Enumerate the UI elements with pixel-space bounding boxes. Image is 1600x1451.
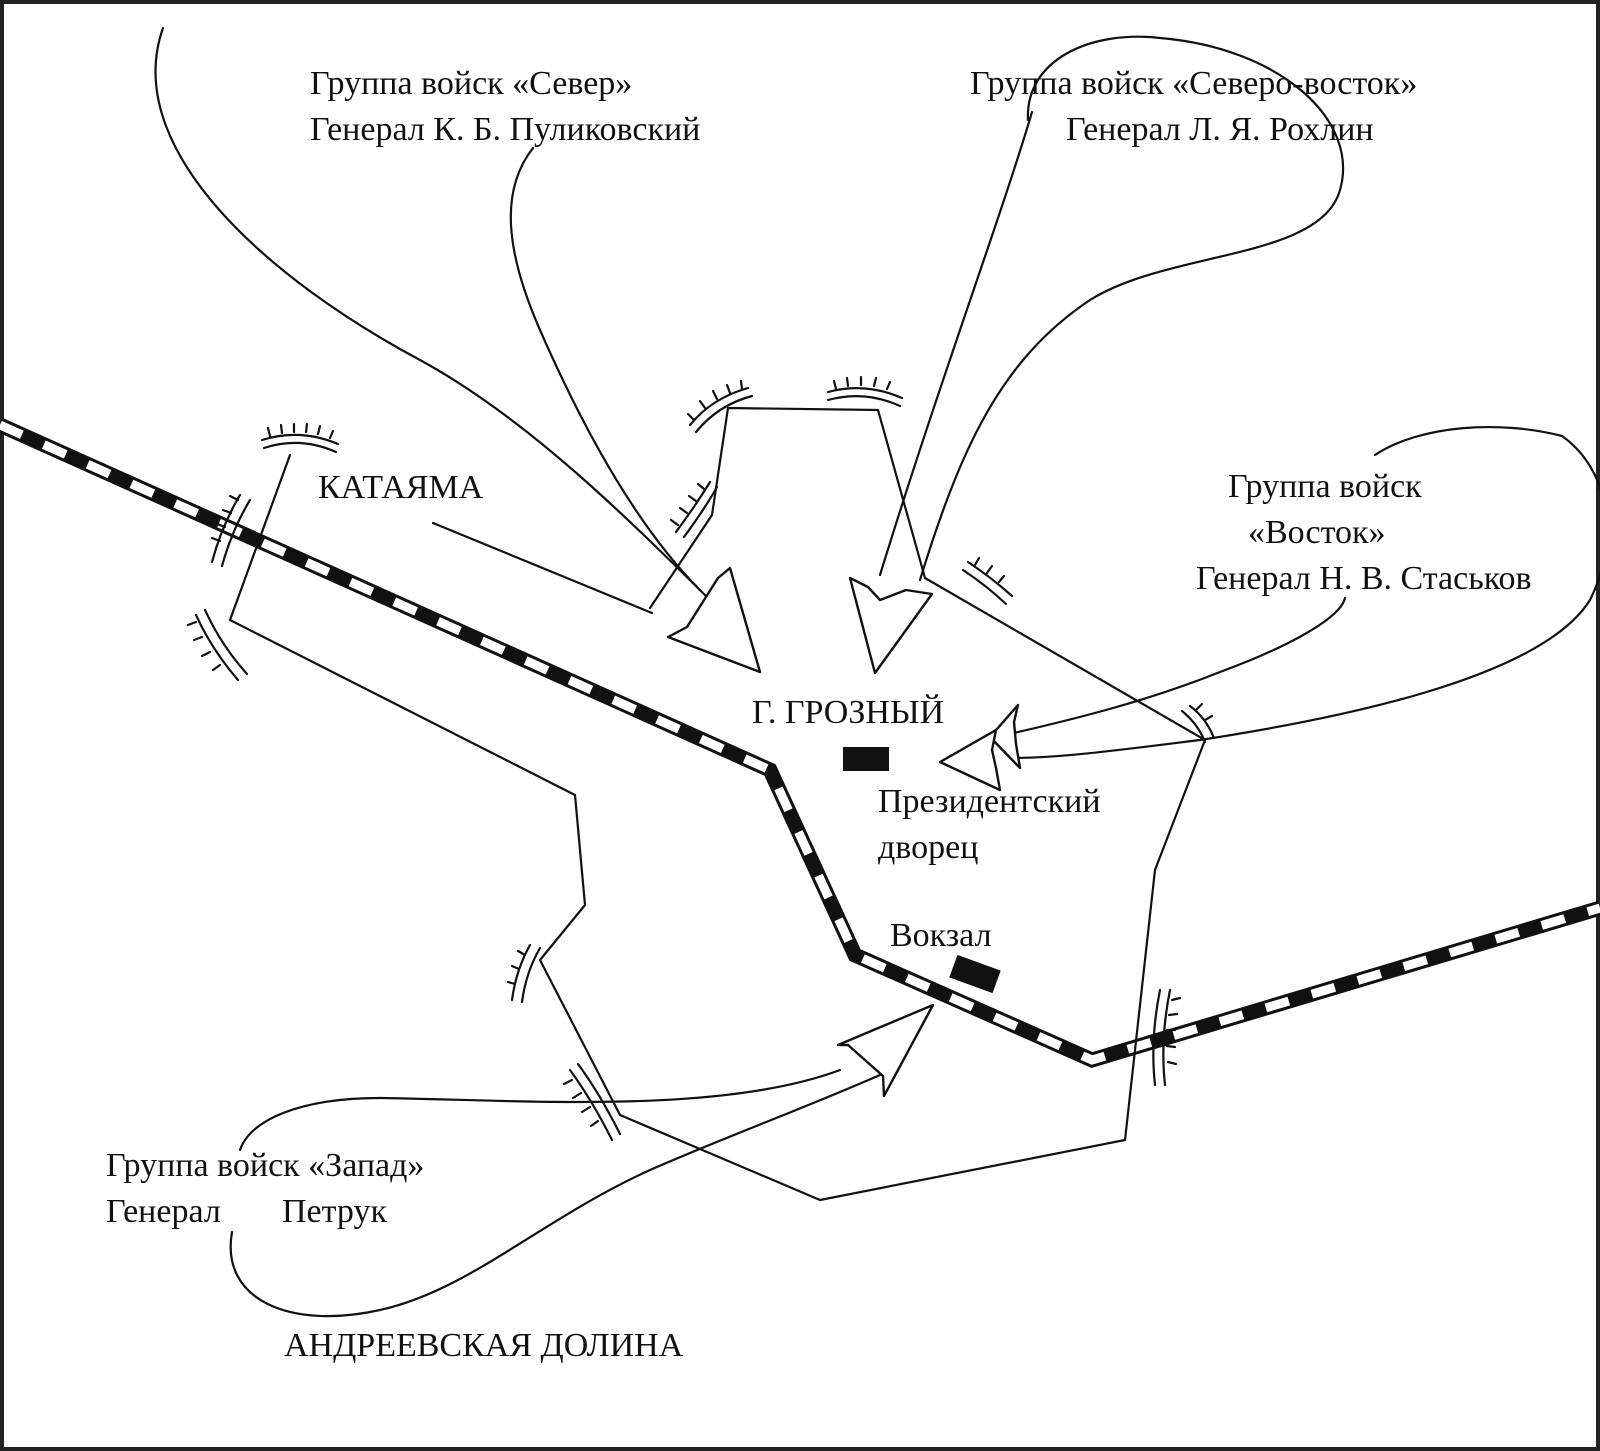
palace-label-line1: Президентский (878, 783, 1101, 820)
route-east-curve (1008, 426, 1600, 760)
arrowheads (666, 566, 1022, 1098)
railway-station-marker (949, 954, 1001, 994)
station-label: Вокзал (890, 917, 992, 954)
bridge-north-1 (686, 379, 754, 434)
bridge-west-lower (186, 608, 249, 682)
bridges (186, 375, 1216, 1142)
route-west-loop (238, 1068, 842, 1152)
group-east-name: «Восток» (1248, 514, 1386, 551)
group-east-title: Группа войск (1228, 468, 1422, 505)
group-north-general: Генерал К. Б. Пуликовский (310, 111, 700, 148)
route-north-direct (509, 146, 702, 592)
grozny-label: Г. ГРОЗНЫЙ (752, 694, 944, 731)
arrow-west (836, 1003, 935, 1098)
bridge-southwest (506, 943, 542, 1004)
route-east-loop (1003, 596, 1347, 737)
bridge-katayama-top (260, 422, 340, 454)
arrow-east (938, 728, 1002, 792)
group-northeast-title: Группа войск «Северо-восток» (970, 65, 1417, 102)
route-northeast-direct (878, 110, 1034, 577)
arrow-northeast-east (988, 703, 1022, 770)
group-west-general-prefix: Генерал (106, 1193, 221, 1230)
bridge-north-2 (826, 375, 904, 408)
palace-label-line2: дворец (878, 829, 978, 866)
group-west-general-name: Петрук (282, 1193, 387, 1230)
bridge-west-rail (210, 493, 252, 568)
presidential-palace-marker (843, 747, 889, 771)
andreevskaya-valley-label: АНДРЕЕВСКАЯ ДОЛИНА (284, 1327, 684, 1364)
katayama-label: КАТАЯМА (318, 469, 484, 506)
group-west-title: Группа войск «Запад» (106, 1147, 424, 1184)
arrow-north (848, 576, 934, 675)
group-north-title: Группа войск «Север» (310, 65, 632, 102)
bridge-northeast (961, 556, 1014, 606)
route-northeast-loop (918, 35, 1345, 582)
arrow-north-west (666, 566, 762, 674)
route-katayama (431, 521, 654, 615)
bridge-north-3 (669, 480, 719, 539)
route-north-loop (154, 26, 737, 627)
city-perimeter-line (228, 406, 1207, 1202)
route-west-main (229, 1073, 882, 1318)
bridge-southeast (1152, 988, 1182, 1087)
group-northeast-general: Генерал Л. Я. Рохлин (1066, 111, 1374, 148)
group-east-general: Генерал Н. В. Стаськов (1196, 560, 1532, 597)
railway (0, 418, 1600, 1068)
